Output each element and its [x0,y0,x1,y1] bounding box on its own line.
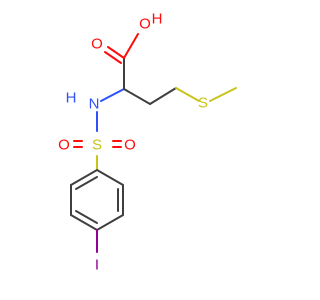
ring-double-bond-1 [75,176,98,190]
bond-c-oh [123,33,139,59]
atom-o-sulfonyl-right: O [124,137,136,154]
bond-alpha-cb [123,88,151,105]
atom-o-hydroxyl: O [139,16,151,33]
benzene-ring [70,168,124,232]
atom-i: I [95,257,99,274]
structure-svg: O H O N H S S O O I [58,11,237,274]
molecule-diagram: O H O N H S S O O I [58,11,237,274]
bond-c-o-double-2 [104,51,122,64]
bond-alpha-n [100,88,125,102]
atom-o-sulfonyl-left: O [58,137,70,154]
atom-h-hydroxyl: H [152,11,163,28]
bond-cg-s [175,87,200,102]
atom-o-carbonyl: O [91,36,103,53]
bond-cb-cg [149,87,177,105]
atom-s-sulfonyl: S [92,137,102,154]
atom-h-amine: H [66,90,77,107]
atom-s-thioether: S [198,95,208,112]
ring-double-bond-3 [75,210,98,224]
bond-s-methyl [209,87,237,102]
atom-n: N [89,96,100,113]
bond-c-o-double-1 [107,46,125,59]
